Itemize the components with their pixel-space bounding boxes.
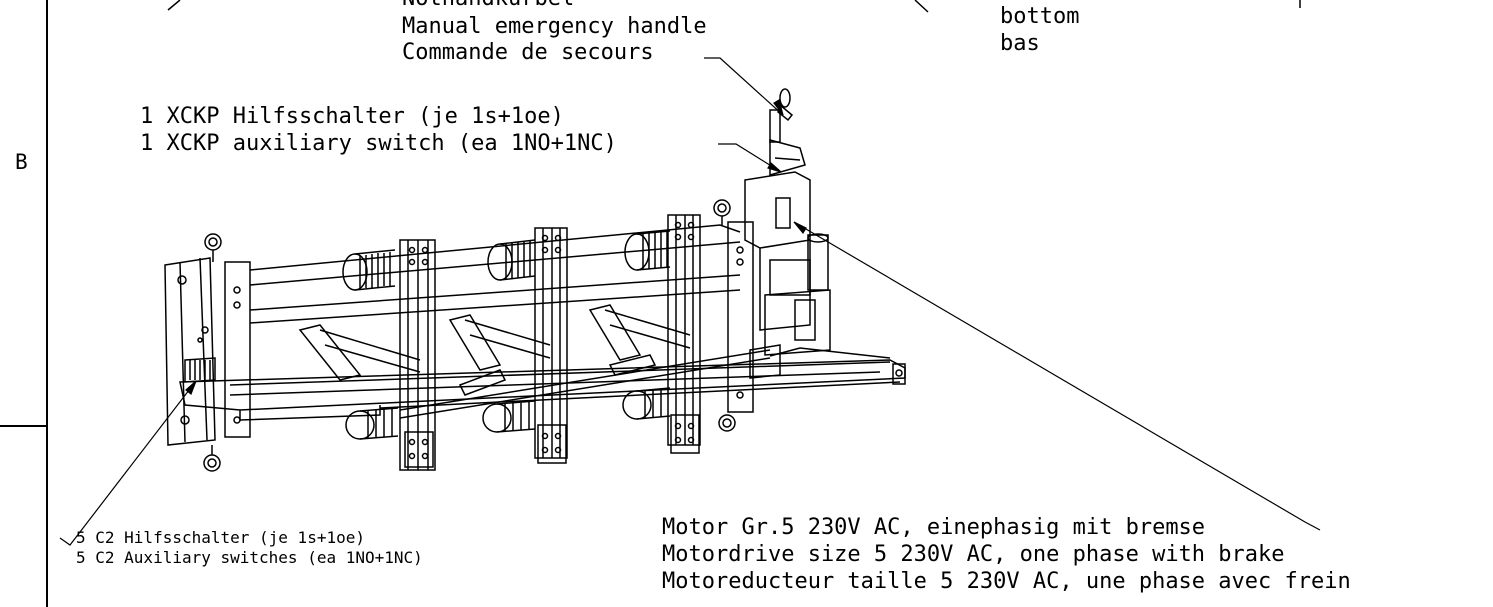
aux-switch-label-de: 1 XCKP Hilfsschalter (je 1s+1oe) (140, 104, 564, 129)
pole-2 (448, 227, 568, 464)
bottom-label-en: bottom (1000, 4, 1080, 29)
linkage (399, 349, 771, 419)
aux-switch-label-en: 1 XCKP auxiliary switch (ea 1NO+1NC) (140, 131, 617, 156)
c2-switch-label-en: 5 C2 Auxiliary switches (ea 1NO+1NC) (76, 548, 423, 567)
motor-drive (744, 88, 831, 379)
handle-label-de: Nothandkurbel (402, 0, 574, 10)
handle-label-en: Manual emergency handle (402, 14, 707, 39)
bottom-label-fr: bas (1000, 31, 1040, 56)
upper-beam (249, 224, 741, 324)
c2-switch-label-de: 5 C2 Hilfsschalter (je 1s+1oe) (76, 528, 365, 547)
pole-1 (298, 239, 436, 471)
right-frame (713, 199, 754, 432)
handle-label-fr: Commande de secours (402, 40, 654, 65)
pole-3 (588, 214, 701, 454)
frame-border (0, 0, 1301, 607)
zone-letter: B (15, 150, 28, 174)
motor-label-en: Motordrive size 5 230V AC, one phase wit… (662, 542, 1285, 567)
left-end-plate (164, 233, 251, 472)
motor-label-fr: Motoreducteur taille 5 230V AC, une phas… (662, 569, 1351, 594)
motor-label-de: Motor Gr.5 230V AC, einephasig mit brems… (662, 515, 1206, 540)
leader-lines (59, 57, 1321, 546)
